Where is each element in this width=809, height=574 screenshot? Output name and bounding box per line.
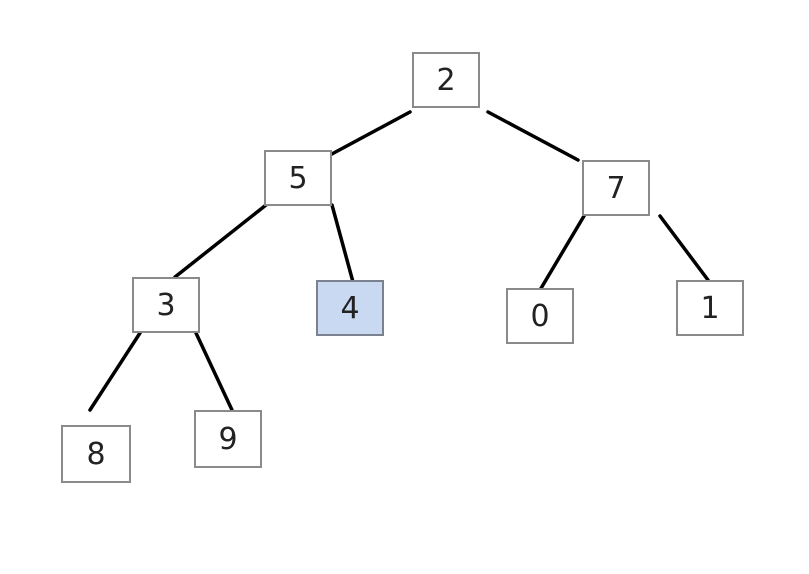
node-label: 3 xyxy=(156,287,176,323)
edge-2-5 xyxy=(328,110,412,157)
edge-3-8 xyxy=(88,331,142,412)
edge-2-7 xyxy=(486,110,580,162)
edge-7-0 xyxy=(538,214,586,292)
node-label: 4 xyxy=(340,290,360,326)
tree-node-2: 2 xyxy=(412,52,480,108)
node-label: 0 xyxy=(530,298,550,334)
edge-3-9 xyxy=(194,331,234,412)
tree-node-1: 1 xyxy=(676,280,744,336)
node-label: 7 xyxy=(606,170,626,206)
edge-5-3 xyxy=(173,203,268,279)
edge-5-4 xyxy=(330,203,355,284)
edge-7-1 xyxy=(658,214,710,282)
node-label: 1 xyxy=(700,290,720,326)
node-label: 2 xyxy=(436,62,456,98)
node-label: 9 xyxy=(218,421,238,457)
tree-node-5: 5 xyxy=(264,150,332,206)
tree-node-7: 7 xyxy=(582,160,650,216)
tree-node-9: 9 xyxy=(194,410,262,468)
node-label: 5 xyxy=(288,160,308,196)
tree-node-8: 8 xyxy=(61,425,131,483)
tree-node-4: 4 xyxy=(316,280,384,336)
node-label: 8 xyxy=(86,436,106,472)
tree-node-0: 0 xyxy=(506,288,574,344)
tree-node-3: 3 xyxy=(132,277,200,333)
